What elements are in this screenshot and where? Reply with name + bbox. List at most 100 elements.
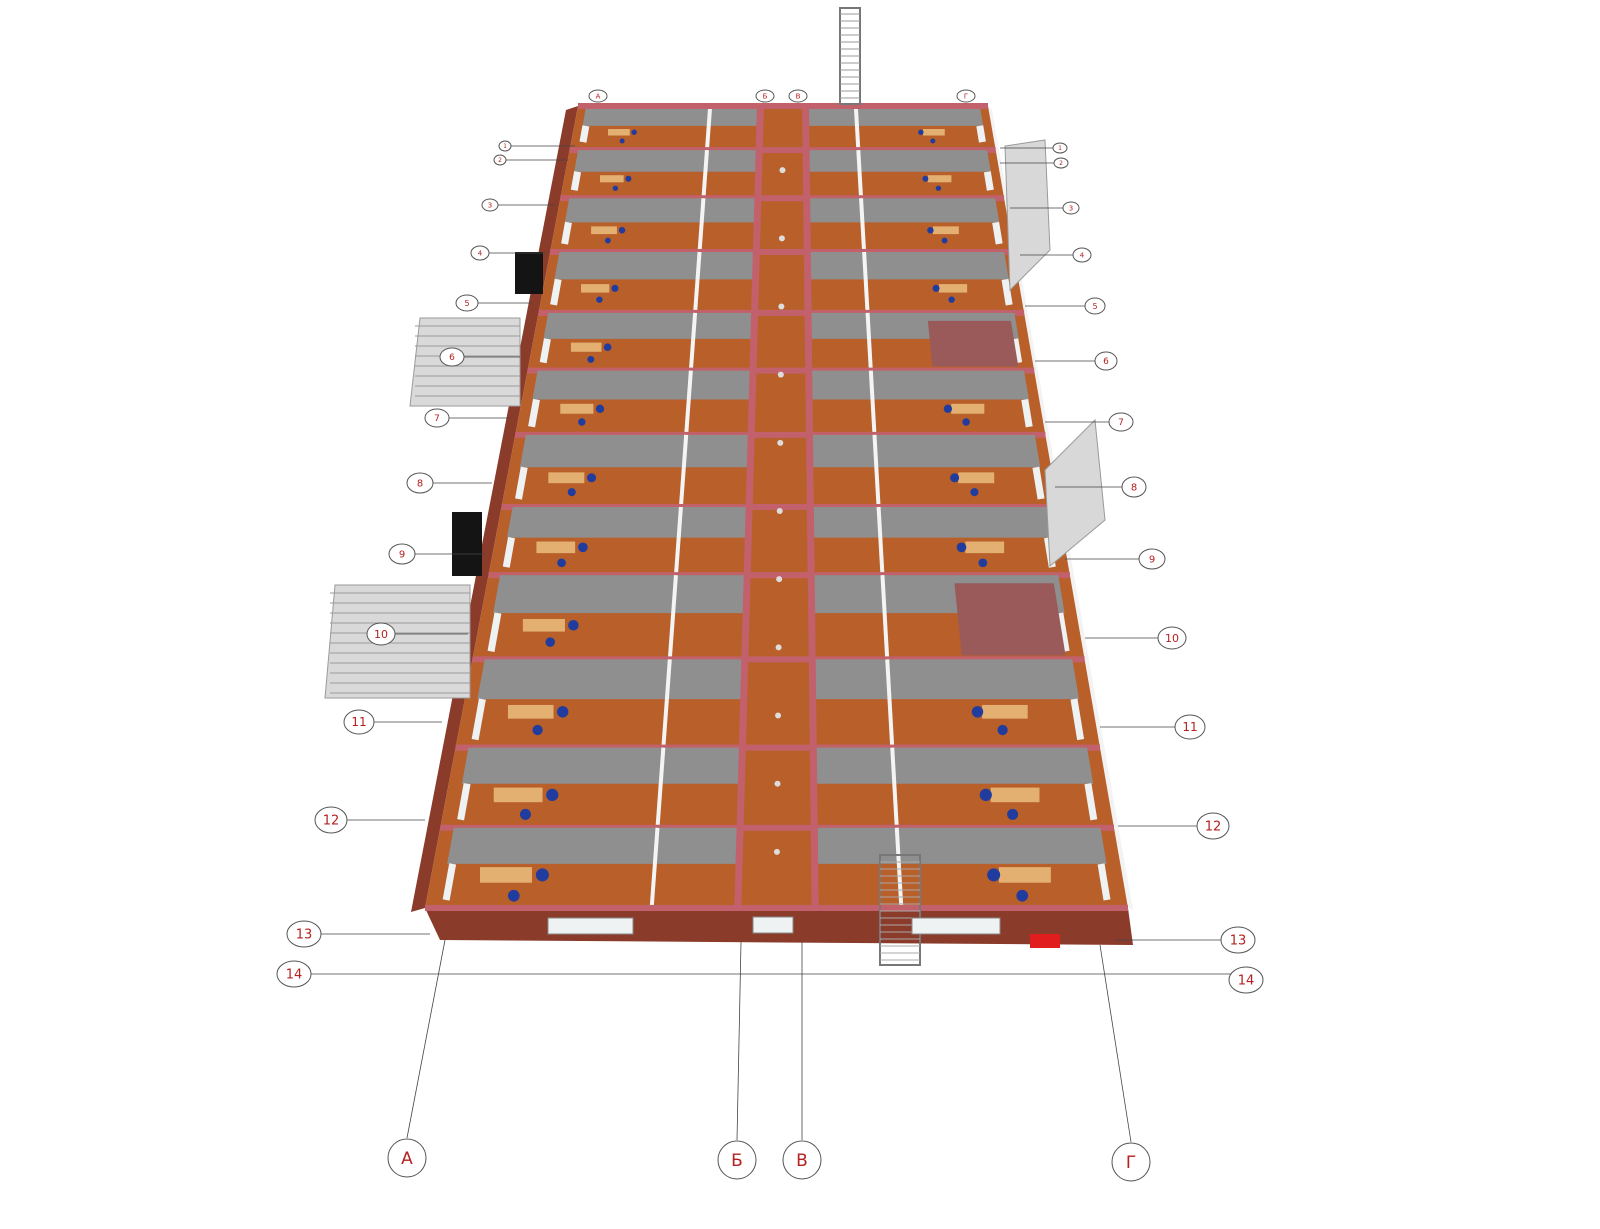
left-row-13: 13 [286,920,322,948]
room-back-wall [808,150,991,172]
chair-icon [507,889,520,902]
ceiling-light [775,644,782,651]
left-row-10-ring [366,622,396,646]
chair-icon [578,418,586,426]
ceiling-light [773,848,780,855]
ceiling-light [777,439,784,446]
left-row-14: 14 [276,960,312,988]
bottom-axis-2: Б [717,1140,757,1180]
room-back-wall [812,434,1041,468]
building [324,7,1133,966]
right-row-2-label: 2 [1059,160,1063,167]
room-partition [667,575,678,660]
facade-panel [1004,139,1051,292]
room-partition [868,370,877,435]
room-partition [853,105,861,151]
room-partition [876,506,885,576]
desk-icon [965,541,1005,554]
window-icon [1011,338,1023,364]
left-row-7-ring [424,408,450,428]
right-row-14-ring [1228,966,1264,994]
right-row-7-ring [1108,412,1134,432]
window-icon [547,917,634,935]
room-back-wall [813,507,1053,538]
left-row-4-label: 4 [478,249,483,257]
right-row-8-ring [1121,476,1147,498]
left-row-6-label: 6 [449,353,455,363]
stairs-icon [954,583,1066,656]
corridor-wall [734,105,764,909]
room-back-wall [817,827,1107,864]
window-icon [539,338,551,364]
right-row-3-ring [1062,201,1080,215]
desk-icon [493,787,543,803]
top-axis-4-ring [956,89,976,103]
room-back-wall [554,251,755,280]
chair-icon [930,138,936,144]
left-row-11-ring [343,709,375,735]
room-partition [872,434,881,508]
window-icon [487,612,502,652]
chair-icon [603,343,612,352]
chair-icon [578,542,588,553]
top-axis-3-ring [788,89,808,103]
bottom-axis-4-ring [1111,1142,1151,1182]
desk-icon [923,128,945,136]
chair-icon [971,706,984,718]
right-row-1: 1 [1052,142,1068,154]
window-icon [550,278,562,306]
left-row-3: 3 [481,198,499,212]
left-row-8-label: 8 [417,479,423,490]
right-row-13-ring [1220,926,1256,954]
leader-line [736,941,742,1141]
left-row-5: 5 [455,294,479,312]
left-row-4: 4 [470,245,490,261]
left-row-2-ring [493,154,507,166]
right-row-10: 10 [1157,626,1187,650]
right-row-11: 11 [1174,714,1206,740]
corridor-wall [802,105,819,909]
desk-icon [536,541,576,554]
chair-icon [596,296,603,303]
desk-icon [932,226,959,235]
desk-icon [479,867,532,883]
left-row-13-label: 13 [296,928,313,943]
desk-icon [548,472,585,484]
desk-icon [581,284,610,293]
left-row-4-ring [470,245,490,261]
stairs-icon [324,584,471,699]
chair-icon [987,868,1001,882]
door-icon [515,252,543,294]
desk-icon [522,618,565,632]
chair-icon [567,488,576,497]
room-partition [678,434,689,508]
right-row-13-label: 13 [1230,934,1247,949]
right-row-14: 14 [1228,966,1264,994]
right-row-5-label: 5 [1092,302,1097,311]
stairs-icon [409,317,521,407]
right-row-3-label: 3 [1069,204,1073,212]
door-icon [452,512,482,576]
room-partition [693,251,702,314]
ladder-icon [879,854,921,966]
window-icon [1056,612,1070,652]
window-icon [1097,863,1111,901]
ceiling-light [776,576,783,583]
left-row-9-ring [388,543,416,565]
top-axis-4-label: Г [964,92,968,100]
room-back-wall [811,370,1029,400]
chair-icon [618,227,626,234]
left-row-3-label: 3 [488,201,492,209]
room-back-wall [809,251,1009,280]
chair-icon [962,418,970,426]
window-icon [457,783,471,821]
bottom-axis-3-label: В [796,1151,808,1171]
room-partition [894,827,904,909]
right-row-12-ring [1196,812,1230,840]
left-row-9: 9 [388,543,416,565]
ceiling-light [778,235,785,242]
left-row-13-ring [286,920,322,948]
leader-line [1099,944,1132,1143]
chair-icon [619,138,625,144]
room-back-wall [564,198,756,223]
